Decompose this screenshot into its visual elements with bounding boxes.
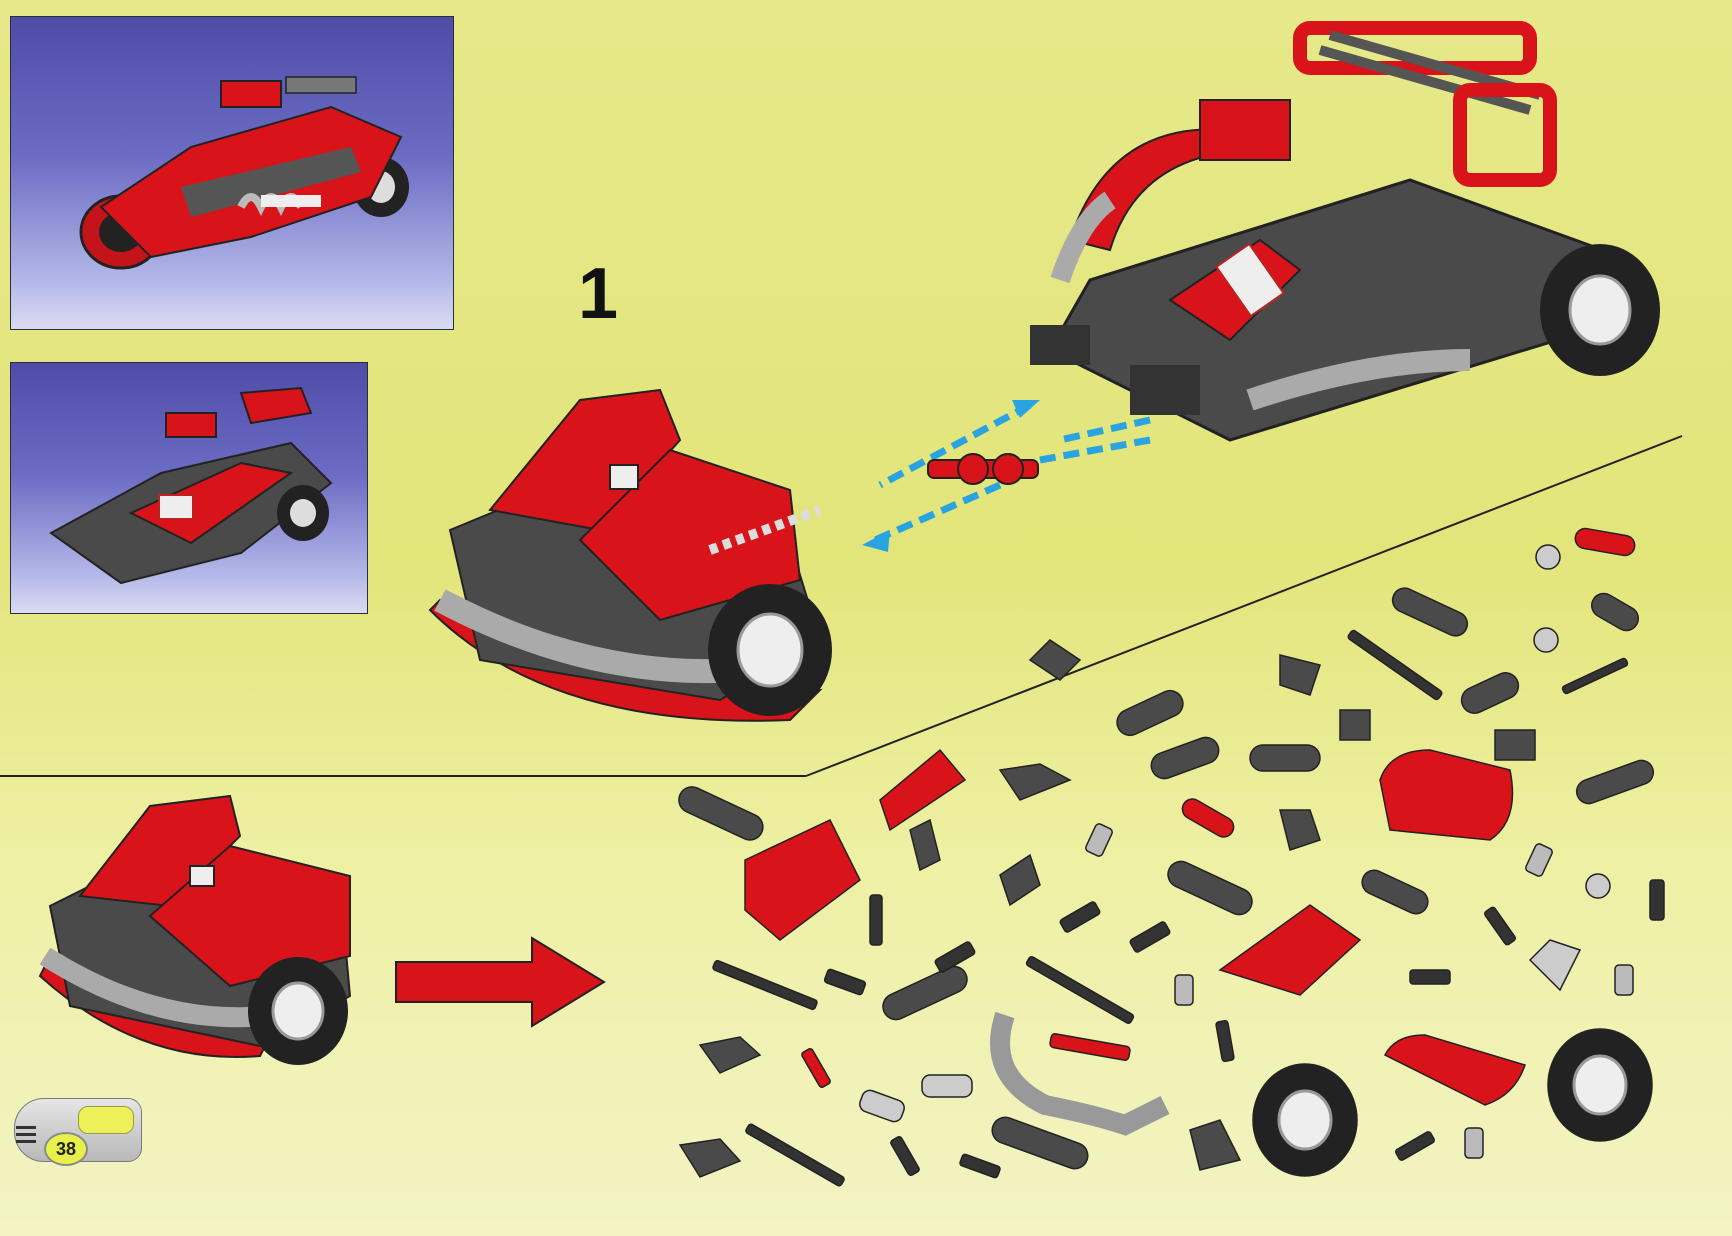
part-beam [1167, 860, 1253, 916]
chassis-assembly [1030, 21, 1660, 442]
part-beam [1460, 672, 1520, 714]
part-beam [1590, 592, 1640, 632]
connector-pin [927, 453, 1039, 485]
part-dark-pin [890, 1136, 920, 1176]
reference-panel-completed [10, 16, 454, 330]
part-dark-pin [869, 894, 883, 946]
part-axle [1561, 657, 1629, 695]
page-number: 38 [44, 1132, 88, 1166]
part-dark-connector [1494, 729, 1536, 761]
part-gray-pin [1464, 1127, 1484, 1159]
red-result-arrow [395, 936, 606, 1028]
part-gray-bush [1585, 873, 1611, 899]
part-dark-pin [1649, 879, 1665, 921]
part-gray-pin [1085, 823, 1113, 857]
part-red-beam [1574, 527, 1636, 557]
part-beam [678, 786, 764, 841]
part-dark-connector [1028, 639, 1082, 681]
part-red-frame [1383, 1034, 1526, 1106]
part-dark-pin [823, 968, 867, 996]
part-dark-connector [1189, 1119, 1242, 1171]
part-wheel [1252, 1063, 1358, 1177]
part-dark-pin [1484, 906, 1516, 946]
part-dark-pin [1409, 969, 1451, 985]
part-dark-pin [959, 1153, 1001, 1179]
part-dark-connector [1339, 709, 1371, 741]
page-number-badge: 38 [14, 1098, 142, 1166]
part-dark-pin [1215, 1019, 1235, 1063]
part-beam [1150, 736, 1220, 780]
part-beam [1249, 744, 1321, 772]
part-beam [991, 1116, 1089, 1170]
part-red-frame [1379, 749, 1514, 841]
part-red-panel [1218, 904, 1362, 996]
step-number: 1 [578, 254, 619, 334]
part-dark-connector [998, 763, 1072, 801]
part-dark-connector [678, 1138, 742, 1178]
reference-panel-chassis [10, 362, 368, 614]
finished-front-assembly [38, 794, 352, 1065]
part-beam [1391, 587, 1469, 637]
parts-list [678, 527, 1665, 1187]
part-beam [1575, 759, 1655, 805]
completed-model-illustration [79, 76, 409, 270]
part-beam [882, 965, 968, 1021]
part-gray-pin [1525, 843, 1553, 877]
part-hose [990, 1011, 1170, 1136]
part-dark-connector [1279, 809, 1321, 851]
divider-diagonal [805, 435, 1683, 777]
part-dark-connector [909, 818, 941, 872]
part-dark-pin [934, 941, 976, 973]
part-gray-bush [1535, 544, 1561, 570]
part-gray-bush [859, 1089, 905, 1123]
front-assembly [428, 388, 832, 722]
part-dark-connector [999, 853, 1041, 907]
part-beam [1116, 689, 1184, 737]
part-red-beam [1181, 798, 1235, 838]
page-badge-lines-icon [16, 1126, 36, 1147]
part-axle [712, 959, 818, 1011]
part-gray-gear [1533, 627, 1559, 653]
part-dark-pin [1129, 921, 1171, 953]
part-gray-connector [1528, 939, 1582, 992]
part-axle [1025, 956, 1135, 1024]
part-gray-pin [1614, 964, 1634, 996]
part-red-axle [1049, 1033, 1131, 1061]
part-wheel [1547, 1028, 1653, 1142]
part-dark-connector [1279, 654, 1321, 696]
part-beam [1361, 869, 1429, 915]
part-red-panel [744, 819, 861, 941]
part-red-panel [879, 748, 967, 832]
part-gray-bush [921, 1074, 973, 1098]
part-axle [745, 1123, 845, 1187]
part-dark-pin [1395, 1131, 1435, 1161]
page-badge-highlight [78, 1106, 134, 1134]
part-gray-pin [1174, 974, 1194, 1006]
part-red-axle [801, 1048, 831, 1088]
part-axle [1347, 629, 1443, 701]
chassis-stage-illustration [49, 386, 333, 585]
part-dark-pin [1059, 901, 1101, 933]
blue-attach-arrows [862, 400, 1151, 552]
part-dark-connector [698, 1036, 762, 1074]
